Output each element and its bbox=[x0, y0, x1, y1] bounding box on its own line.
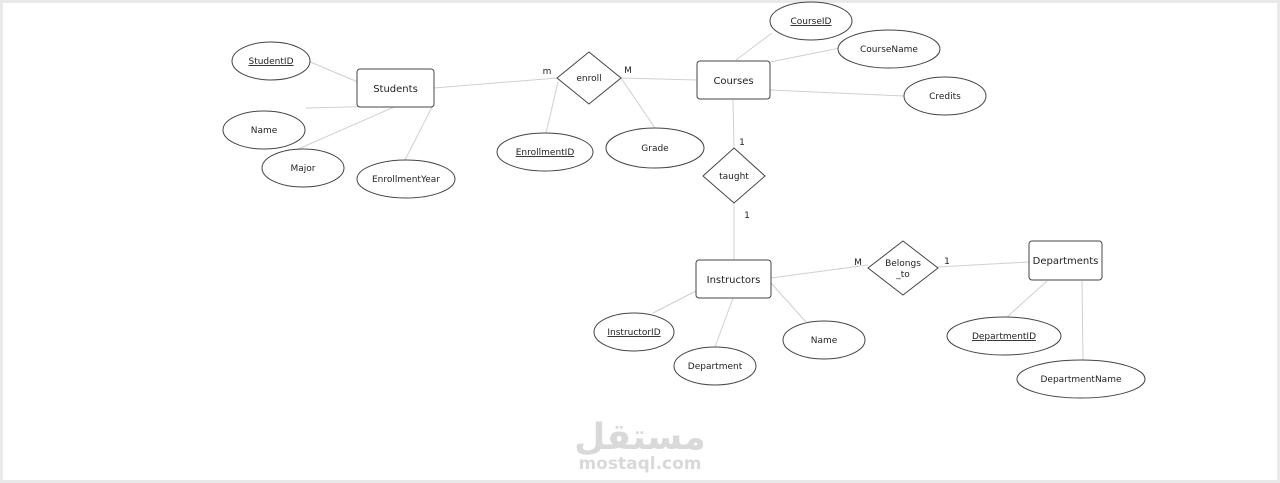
attribute-course-id-label: CourseID bbox=[790, 17, 831, 27]
cardinality-enroll-courses: M bbox=[624, 66, 632, 76]
watermark-arabic: مستقل bbox=[574, 417, 706, 458]
relationship-enroll[interactable]: enroll bbox=[556, 51, 622, 105]
watermark: مستقل mostaql.com bbox=[574, 417, 706, 474]
attribute-grade-label: Grade bbox=[641, 144, 669, 154]
attribute-grade[interactable]: Grade bbox=[605, 127, 705, 169]
relationship-belongs-label-1: Belongs bbox=[885, 259, 921, 269]
attribute-department-id-label: DepartmentID bbox=[972, 332, 1036, 342]
connector-lines bbox=[295, 32, 1084, 361]
cardinality-belongs-departments: 1 bbox=[944, 257, 950, 267]
attribute-enrollment-year[interactable]: EnrollmentYear bbox=[356, 159, 456, 199]
attribute-student-id[interactable]: StudentID bbox=[231, 41, 311, 81]
attribute-student-id-label: StudentID bbox=[248, 57, 293, 67]
attribute-course-name-label: CourseName bbox=[860, 45, 918, 55]
attribute-instructor-name[interactable]: Name bbox=[782, 320, 866, 360]
cardinality-taught-instructors: 1 bbox=[744, 211, 750, 221]
attribute-major-label: Major bbox=[291, 164, 316, 174]
attribute-student-name-label: Name bbox=[251, 126, 278, 136]
relationship-taught-label: taught bbox=[719, 172, 749, 182]
attribute-instructor-name-label: Name bbox=[811, 336, 838, 346]
attribute-credits-label: Credits bbox=[929, 92, 961, 102]
entity-courses-label: Courses bbox=[713, 76, 753, 87]
entity-instructors[interactable]: Instructors bbox=[695, 259, 772, 299]
attribute-department[interactable]: Department bbox=[673, 346, 757, 386]
entity-students[interactable]: Students bbox=[356, 68, 435, 108]
entity-courses[interactable]: Courses bbox=[696, 60, 771, 100]
attribute-enrollment-id[interactable]: EnrollmentID bbox=[496, 132, 594, 172]
entity-students-label: Students bbox=[373, 84, 418, 95]
attribute-department-label: Department bbox=[688, 362, 743, 372]
entity-departments-label: Departments bbox=[1033, 256, 1099, 267]
relationship-taught[interactable]: taught bbox=[702, 147, 766, 204]
attribute-student-name[interactable]: Name bbox=[222, 110, 306, 150]
cardinality-students-enroll: m bbox=[543, 67, 552, 77]
attribute-instructor-id-label: InstructorID bbox=[607, 328, 660, 338]
attribute-credits[interactable]: Credits bbox=[903, 76, 987, 116]
entity-instructors-label: Instructors bbox=[707, 275, 761, 286]
attribute-department-id[interactable]: DepartmentID bbox=[946, 316, 1062, 356]
relationship-enroll-label: enroll bbox=[576, 74, 601, 84]
attribute-enrollment-id-label: EnrollmentID bbox=[516, 148, 575, 158]
attribute-enrollment-year-label: EnrollmentYear bbox=[372, 175, 440, 185]
attribute-department-name-label: DepartmentName bbox=[1040, 375, 1121, 385]
relationship-belongs-label-2: _to bbox=[895, 270, 910, 280]
attribute-course-id[interactable]: CourseID bbox=[769, 1, 853, 41]
relationship-belongs-to[interactable]: Belongs _to bbox=[867, 240, 939, 296]
entity-departments[interactable]: Departments bbox=[1028, 240, 1103, 281]
watermark-site: mostaql.com bbox=[578, 454, 701, 474]
attribute-instructor-id[interactable]: InstructorID bbox=[593, 312, 675, 352]
attribute-course-name[interactable]: CourseName bbox=[837, 29, 941, 69]
attribute-major[interactable]: Major bbox=[261, 148, 345, 188]
attribute-department-name[interactable]: DepartmentName bbox=[1016, 359, 1146, 399]
cardinality-courses-taught: 1 bbox=[739, 138, 745, 148]
cardinality-instructors-belongs: M bbox=[854, 258, 862, 268]
